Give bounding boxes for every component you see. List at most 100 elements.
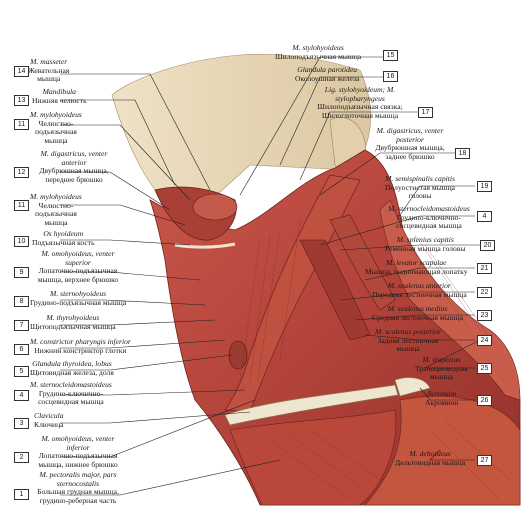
label-constrictor-pharyngis: M. constrictor pharyngis inferior Нижний… (30, 337, 131, 355)
russian-name: Двубрюшная мышца, (375, 143, 445, 153)
face-skin (111, 53, 371, 211)
label-number: 17 (418, 107, 433, 118)
russian-name: Трапециевидная (415, 363, 468, 373)
latin-name: M. semispinalis capitis (385, 174, 455, 183)
label-number: 12 (14, 167, 29, 178)
russian-name: головы (408, 191, 432, 201)
label-thyrohyoideus: M. thyrohyoideus Щитоподъязычная мышца (30, 313, 116, 331)
latin-name: M. mylohyoideus (30, 192, 82, 201)
russian-name: Грудино-ключично- (38, 388, 104, 398)
label-scalenus-posterior: M. scalenus posterior Задняя лестничная … (375, 327, 442, 354)
russian-name: Полуостистая мышца (385, 182, 456, 192)
label-number: 3 (14, 418, 29, 429)
label-number: 8 (14, 296, 29, 307)
latin-name: M. trapezius (422, 355, 461, 364)
trapezius-region (379, 199, 521, 401)
russian-name: Задняя лестничная (377, 335, 439, 345)
russian-name: Грудино-подъязычная мышца (30, 297, 127, 307)
label-number: 13 (14, 95, 29, 106)
label-number: 7 (14, 320, 29, 331)
label-scalenus-medius: M. scalenus medius Средняя лестничная мы… (372, 304, 463, 322)
russian-name: Лопаточно-подъязычная (38, 451, 118, 461)
label-splenius-capitis: M. splenius capitis Ременная мышца голов… (385, 235, 466, 253)
russian-name: сосцевидная мышца (396, 221, 462, 231)
label-number: 5 (14, 366, 29, 377)
latin-name: Mandibula (42, 87, 76, 96)
latin-name: M. splenius capitis (396, 235, 454, 244)
russian-name: Двубрюшная мышца, (39, 166, 109, 176)
label-trapezius: M. trapezius Трапециевидная мышца (415, 355, 468, 382)
latin-name: Glandula thyroidea, lobus (32, 359, 112, 368)
russian-name: Челюстно- (38, 200, 74, 210)
label-number: 15 (383, 50, 398, 61)
label-number: 2 (14, 452, 29, 463)
latin-name: M. scalenus medius (387, 304, 448, 313)
russian-name: Грудино-ключично- (396, 212, 462, 222)
latin-name: M. digastricus, venter anterior (40, 149, 108, 167)
label-number: 25 (477, 363, 492, 374)
russian-name: Ключица (34, 419, 64, 429)
label-deltoideus: M. deltoideus Дельтовидная мышца (395, 449, 465, 467)
russian-name: мышца, верхнее брюшко (37, 274, 119, 284)
label-scalenus-anterior: M. scalenus anterior Передняя лестничная… (372, 281, 467, 299)
russian-name: Шилоподъязычная связка; (317, 102, 403, 112)
latin-name: Acromion (426, 389, 457, 398)
latin-name: M. scalenus anterior (387, 281, 451, 290)
label-masseter: M. masseter Жевательная мышца (28, 57, 70, 84)
russian-name: мышца (37, 74, 61, 84)
label-number: 11 (14, 200, 29, 211)
russian-name: мышца (44, 217, 68, 227)
russian-name: сосцевидная мышца (38, 397, 104, 407)
label-sternohyoideus: M. sternohyoideus Грудино-подъязычная мы… (30, 289, 127, 307)
label-number: 16 (383, 71, 398, 82)
label-os-hyoideum: Os hyoideum Подъязычная кость (32, 229, 95, 247)
latin-name: M. scalenus posterior (375, 327, 442, 336)
pectoralis-region (229, 409, 397, 506)
russian-name: Акромион (425, 397, 459, 407)
latin-name: M. digastricus, venter posterior (376, 126, 444, 144)
label-number: 21 (477, 263, 492, 274)
label-number: 18 (455, 148, 470, 159)
label-number: 20 (480, 240, 495, 251)
latin-name: M. thyrohyoideus (46, 313, 100, 322)
label-number: 14 (14, 66, 29, 77)
latin-name: Clavicula (34, 411, 64, 420)
russian-name: Щитоподъязычная мышца (30, 321, 116, 331)
latin-name: M. constrictor pharyngis inferior (30, 337, 131, 346)
russian-name: Большая грудная мышца, (37, 487, 119, 497)
russian-name: переднее брюшко (45, 174, 103, 184)
label-sternocleidomastoideus-right: M. sternocleidomastoideus Грудино-ключич… (388, 204, 470, 231)
russian-name: Мышца, поднимающая лопатку (365, 266, 468, 276)
label-number: 1 (14, 489, 29, 500)
latin-name: M. mylohyoideus (30, 110, 82, 119)
label-omohyoideus-superior: M. omohyoideus, venter superior Лопаточн… (30, 249, 126, 284)
russian-name: мышца, нижнее брюшко (38, 459, 118, 469)
latin-name: Lig. stylohyoideum; M. stylopharyngeus (324, 85, 396, 103)
russian-name: заднее брюшко (385, 151, 435, 161)
russian-name: Передняя лестничная мышца (372, 289, 467, 299)
label-glandula-thyroidea: Glandula thyroidea, lobus Щитовидная жел… (30, 359, 114, 377)
label-number: 11 (14, 119, 29, 130)
russian-name: Нижний констриктор глотки (34, 345, 127, 355)
label-mandibula: Mandibula Нижняя челюсть (32, 87, 87, 105)
label-mylohyoideus-2: M. mylohyoideus Челюстно- подъязычная мы… (30, 192, 82, 227)
russian-name: Жевательная (28, 65, 70, 75)
label-digastricus-anterior: M. digastricus, venter anterior Двубрюшн… (30, 149, 118, 184)
label-acromion: Acromion Акромион (425, 389, 459, 407)
latin-name: M. levator scapulae (385, 258, 447, 267)
label-sternocleidomastoideus-left: M. sternocleidomastoideus Грудино-ключич… (30, 380, 112, 407)
russian-name: Лопаточно-подъязычная (38, 266, 118, 276)
russian-name: Подъязычная кость (32, 237, 95, 247)
hyoid-bone (174, 242, 236, 249)
label-number: 27 (477, 455, 492, 466)
label-digastricus-posterior: M. digastricus, venter posterior Двубрюш… (365, 126, 455, 161)
label-pectoralis-major: M. pectoralis major, pars sternocostalis… (30, 470, 126, 505)
latin-name: M. omohyoideus, venter inferior (41, 434, 115, 452)
russian-name: Челюстно- (38, 118, 74, 128)
levator-strip (329, 214, 396, 311)
russian-name: подъязычная (35, 209, 77, 219)
label-lig-stylohyoideum: Lig. stylohyoideum; M. stylopharyngeus Ш… (305, 85, 415, 120)
latin-name: M. sternohyoideus (50, 289, 107, 298)
latin-name: M. stylohyoideus (292, 43, 344, 52)
